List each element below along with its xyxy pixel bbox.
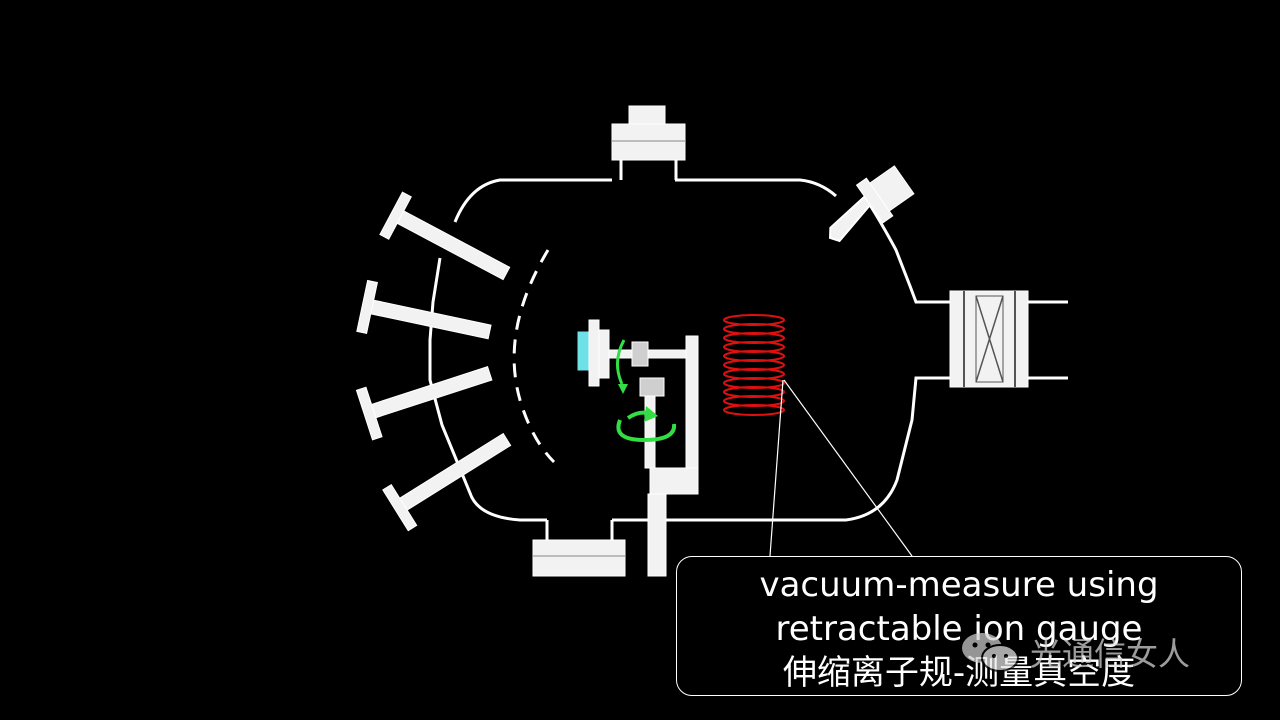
callout-line-3: 伸缩离子规-测量真空度 <box>782 653 1136 693</box>
callout-line-1: vacuum-measure using <box>759 565 1159 605</box>
wechat-icon <box>962 633 1019 672</box>
left-port-3 <box>355 366 493 441</box>
top-flange-port <box>611 105 686 180</box>
dashed-shield <box>512 249 556 464</box>
angled-port-top-right <box>828 165 915 243</box>
left-port-2 <box>356 279 492 340</box>
ion-gauge-coil <box>723 314 785 416</box>
callout-line-2: retractable ion gauge <box>775 609 1143 649</box>
rotation-arrow-horizontal-axis <box>616 406 677 443</box>
gate-valve-right <box>949 290 1068 388</box>
bottom-flange-port <box>532 520 626 577</box>
chamber-wall <box>428 178 950 522</box>
left-port-4 <box>382 432 512 532</box>
rotation-arrow-vertical-axis <box>616 339 628 394</box>
leader-line-left <box>769 379 784 557</box>
leader-line-right <box>783 379 913 557</box>
watermark: 光通信女人 <box>958 630 1190 674</box>
left-port-1 <box>379 191 511 281</box>
ion-gauge-callout: vacuum-measure using retractable ion gau… <box>676 556 1242 696</box>
sample-manipulator <box>577 319 699 577</box>
watermark-text: 光通信女人 <box>1030 635 1191 673</box>
